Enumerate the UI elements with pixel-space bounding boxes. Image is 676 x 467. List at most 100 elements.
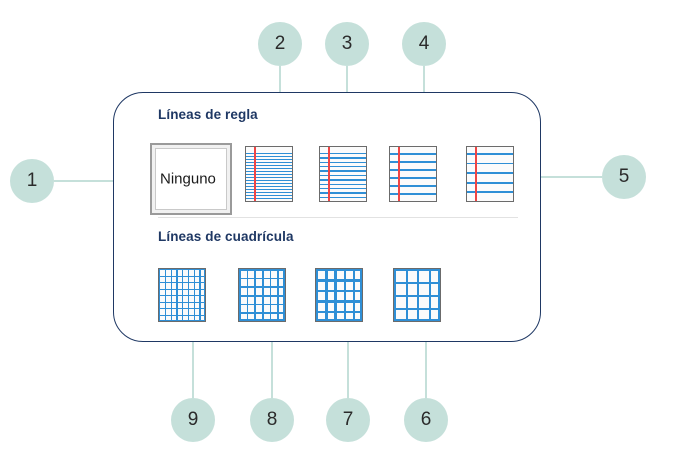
- callout-bubble-8[interactable]: 8: [250, 398, 294, 442]
- rule-line: [246, 162, 292, 163]
- grid-line-horizontal: [316, 269, 362, 272]
- rule-line: [390, 169, 436, 171]
- rule-line: [246, 177, 292, 178]
- rule-line: [320, 174, 366, 177]
- rule-line: [320, 170, 366, 172]
- rule-line: [246, 195, 292, 196]
- grid-line-horizontal: [159, 301, 205, 303]
- grid-line-vertical: [334, 269, 337, 321]
- grid-line-vertical: [359, 269, 362, 321]
- callout-bubble-9[interactable]: 9: [171, 398, 215, 442]
- rule-line: [246, 156, 292, 157]
- grid-line-vertical: [316, 269, 319, 321]
- grid-line-horizontal: [159, 295, 205, 297]
- callout-bubble-2[interactable]: 2: [258, 22, 302, 66]
- section-heading-rule-lines: Líneas de regla: [158, 107, 258, 122]
- rule-line: [467, 191, 513, 194]
- grid-line-horizontal: [239, 312, 285, 315]
- callout-leader-5: [532, 175, 602, 179]
- section-heading-grid-lines: Líneas de cuadrícula: [158, 229, 294, 244]
- rule-line: [246, 159, 292, 160]
- callout-bubble-7[interactable]: 7: [326, 398, 370, 442]
- margin-line: [475, 147, 477, 201]
- callout-bubble-6[interactable]: 6: [404, 398, 448, 442]
- grid-line-horizontal: [159, 308, 205, 310]
- grid-line-horizontal: [394, 308, 440, 311]
- rule-line: [320, 153, 366, 155]
- rule-option-none-label: Ninguno: [160, 170, 216, 188]
- rule-line: [320, 196, 366, 199]
- callout-bubble-5[interactable]: 5: [602, 155, 646, 199]
- callout-leader-9: [191, 338, 195, 398]
- rule-option-extra-wide-ruled[interactable]: [466, 146, 514, 202]
- rule-line: [320, 179, 366, 181]
- rule-option-college-ruled[interactable]: [319, 146, 367, 202]
- grid-line-vertical: [343, 269, 346, 321]
- rule-line: [390, 177, 436, 179]
- grid-line-vertical: [203, 269, 205, 321]
- grid-line-horizontal: [316, 279, 362, 282]
- rule-line: [246, 183, 292, 184]
- rule-line: [246, 192, 292, 193]
- grid-line-horizontal: [316, 310, 362, 313]
- rule-line: [390, 161, 436, 163]
- rule-line: [467, 153, 513, 155]
- grid-option-grid-medium[interactable]: [238, 268, 286, 322]
- rule-line: [320, 183, 366, 185]
- grid-option-grid-large[interactable]: [315, 268, 363, 322]
- grid-line-vertical: [269, 269, 272, 321]
- rule-line: [246, 198, 292, 199]
- section-divider: [158, 217, 518, 218]
- callout-leader-8: [270, 338, 274, 398]
- grid-line-vertical: [187, 269, 190, 321]
- grid-line-vertical: [277, 269, 280, 321]
- margin-line: [398, 147, 400, 201]
- grid-option-grid-extra-large[interactable]: [393, 268, 441, 322]
- grid-line-vertical: [283, 269, 285, 321]
- rule-option-none[interactable]: Ninguno: [150, 143, 232, 215]
- rule-line: [246, 186, 292, 187]
- margin-line: [328, 147, 330, 201]
- callout-bubble-3[interactable]: 3: [325, 22, 369, 66]
- callout-bubble-4[interactable]: 4: [402, 22, 446, 66]
- callout-leader-6: [424, 338, 428, 398]
- rule-line: [246, 189, 292, 190]
- grid-line-vertical: [193, 269, 195, 321]
- rule-line: [467, 172, 513, 174]
- grid-line-horizontal: [159, 319, 205, 321]
- grid-line-horizontal: [316, 289, 362, 293]
- rule-option-none-inner: Ninguno: [155, 148, 227, 210]
- rule-line: [390, 193, 436, 195]
- grid-line-vertical: [325, 269, 328, 321]
- grid-line-horizontal: [239, 295, 285, 297]
- rule-line: [246, 165, 292, 166]
- rule-line: [246, 171, 292, 172]
- rule-line: [320, 187, 366, 190]
- rule-line: [246, 180, 292, 181]
- rule-line: [246, 174, 292, 175]
- margin-line: [254, 147, 256, 201]
- grid-line-vertical: [199, 269, 201, 321]
- grid-line-horizontal: [316, 300, 362, 303]
- page-style-panel: Líneas de regla Ninguno Líneas de cuadrí…: [113, 92, 541, 342]
- grid-line-horizontal: [239, 303, 285, 306]
- rule-line: [320, 161, 366, 164]
- rule-line: [467, 162, 513, 165]
- rule-line: [320, 166, 366, 168]
- rule-line: [320, 157, 366, 159]
- grid-line-horizontal: [316, 318, 362, 321]
- grid-line-horizontal: [159, 314, 205, 316]
- rule-option-wide-ruled[interactable]: [389, 146, 437, 202]
- grid-line-horizontal: [394, 318, 440, 321]
- rule-line: [390, 185, 436, 187]
- rule-line: [467, 181, 513, 184]
- rule-option-narrow-ruled[interactable]: [245, 146, 293, 202]
- callout-leader-1: [54, 179, 140, 183]
- callout-bubble-1[interactable]: 1: [10, 159, 54, 203]
- rule-line: [246, 153, 292, 154]
- grid-line-vertical: [352, 269, 356, 321]
- grid-option-grid-small[interactable]: [158, 268, 206, 322]
- grid-line-horizontal: [239, 319, 285, 321]
- grid-line-vertical: [437, 269, 440, 321]
